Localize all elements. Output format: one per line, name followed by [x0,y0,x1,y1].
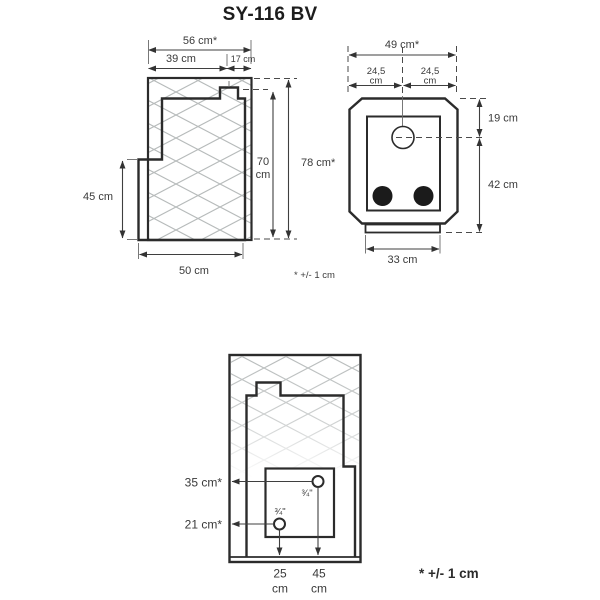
dim-front-height-label: 45 cm [83,191,113,203]
stove-rear-outline [245,381,357,557]
insulation-enclosure [146,76,253,242]
rear-view-diagram: ¾" ¾" 35 cm* 21 cm* 25 cm 45 cm [185,353,362,596]
dim-half-left-unit: cm [370,76,383,87]
dim-base-width-label: 33 cm [388,254,418,266]
dim-upper-pipe-height-label: 35 cm* [185,476,223,490]
page-title: SY-116 BV [222,4,318,25]
dim-inner-height-unit: cm [256,169,271,181]
insulation-hatch-fading [231,356,359,477]
hotplate-right [413,186,434,206]
dim-total-width-label: 56 cm* [183,35,218,47]
dim-total-height-label: 78 cm* [301,157,336,169]
tolerance-note-top: * +/- 1 cm [294,270,335,281]
dim-inner-height-value: 70 [257,156,269,168]
side-view-diagram: 56 cm* 39 cm 17 cm 70 cm 78 cm* 45 cm [83,35,336,277]
lower-connection-circle [273,517,286,531]
tolerance-note-bottom: * +/- 1 cm [419,566,479,581]
upper-connection-circle [311,475,325,488]
dim-lower-pipe-height-label: 21 cm* [185,518,223,532]
flue-circle [391,125,415,150]
dim-depth-label: 50 cm [179,265,209,277]
dim-upper-pipe-offset-unit: cm [311,582,327,596]
dim-flue-width-label: 17 cm [231,54,256,64]
dim-lower-pipe-offset-value: 25 [273,567,287,581]
stove-top-inner-panel [366,115,441,212]
top-view-diagram: 49 cm* 24,5 cm 24,5 cm 19 cm 42 cm [347,39,518,266]
base-plate [364,223,441,234]
dim-body-width-label: 39 cm [166,53,196,65]
dim-half-right-value: 24,5 [421,66,440,77]
dim-upper-pipe-offset-value: 45 [312,567,326,581]
upper-pipe-size-label: ¾" [301,488,312,499]
lower-pipe-size-label: ¾" [274,507,285,518]
dim-flue-to-back-label: 42 cm [488,179,518,191]
stove-top-outline [348,97,459,225]
rear-enclosure [228,353,362,564]
dim-top-total-width-label: 49 cm* [385,39,420,51]
stove-side-outline [137,86,247,242]
dim-lower-pipe-offset-unit: cm [272,582,288,596]
hotplate-left [372,186,393,206]
dim-flue-from-front-label: 19 cm [488,113,518,125]
dim-half-left-value: 24,5 [367,66,386,77]
dim-half-right-unit: cm [424,76,437,87]
